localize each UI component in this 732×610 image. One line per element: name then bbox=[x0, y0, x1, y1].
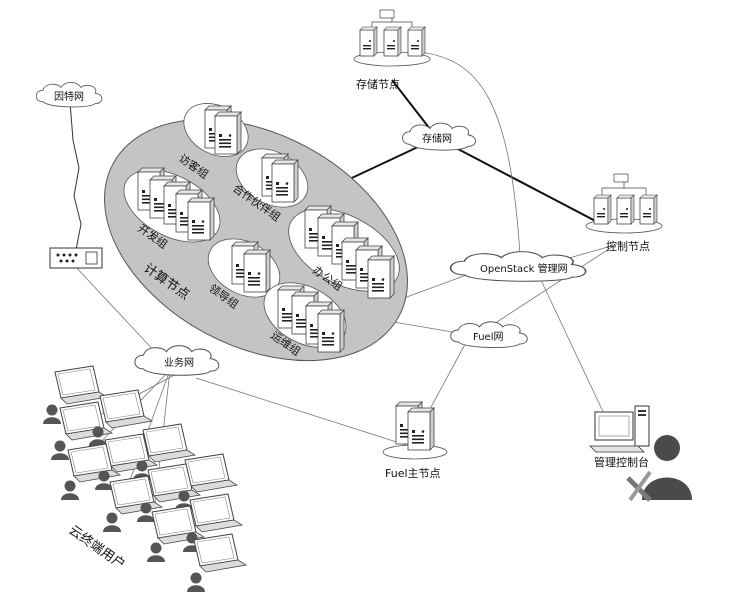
laptop-icon bbox=[142, 423, 196, 463]
server-icon bbox=[271, 159, 299, 203]
server-icon bbox=[593, 194, 612, 225]
fuel-net-label: Fuel网 bbox=[473, 331, 503, 343]
server-icon bbox=[214, 111, 242, 155]
fuel-master-node: Fuel主节点 bbox=[382, 401, 448, 480]
control-node: 控制节点 bbox=[585, 173, 663, 253]
cloud-terminal-users: 云终端用户 bbox=[43, 365, 247, 592]
user-icon bbox=[187, 572, 205, 592]
compute-node-cluster: 访客组 合作伙伴组 开发组 办公组 领导组 运维组 计算节点 bbox=[104, 103, 408, 362]
user-icon bbox=[147, 542, 165, 562]
server-icon bbox=[407, 407, 435, 451]
mgmt-console-label: 管理控制台 bbox=[594, 455, 649, 469]
laptop-icon bbox=[189, 493, 243, 533]
server-icon bbox=[317, 309, 345, 353]
management-console: 管理控制台 bbox=[589, 405, 692, 502]
user-icon bbox=[43, 404, 61, 424]
user-icon bbox=[103, 512, 121, 532]
server-icon bbox=[383, 26, 402, 57]
server-icon bbox=[367, 255, 395, 299]
router-icon bbox=[49, 247, 103, 269]
laptop-icon bbox=[184, 453, 238, 493]
internet-cloud: 因特网 bbox=[35, 82, 103, 108]
business-net-label: 业务网 bbox=[164, 356, 194, 369]
storage-node-label: 存储节点 bbox=[356, 77, 400, 91]
laptop-icon bbox=[193, 533, 247, 573]
business-net-cloud: 业务网 bbox=[134, 345, 220, 376]
server-icon bbox=[243, 249, 271, 293]
server-icon bbox=[187, 197, 215, 241]
server-icon bbox=[639, 194, 658, 225]
admin-user-icon bbox=[626, 435, 692, 502]
server-icon bbox=[359, 26, 378, 57]
laptop-icon bbox=[54, 365, 108, 405]
server-icon bbox=[407, 26, 426, 57]
openstack-mgmt-label: OpenStack 管理网 bbox=[480, 262, 568, 275]
storage-net-label: 存储网 bbox=[422, 132, 452, 145]
fuel-net-cloud: Fuel网 bbox=[450, 321, 528, 349]
openstack-mgmt-cloud: OpenStack 管理网 bbox=[449, 250, 587, 283]
storage-node: 存储节点 bbox=[353, 9, 431, 91]
internet-label: 因特网 bbox=[54, 91, 84, 103]
storage-net-cloud: 存储网 bbox=[402, 122, 476, 151]
control-node-label: 控制节点 bbox=[606, 239, 650, 253]
laptop-icon bbox=[99, 389, 153, 429]
user-icon bbox=[61, 480, 79, 500]
server-icon bbox=[616, 194, 635, 225]
user-icon bbox=[51, 440, 69, 460]
fuel-master-label: Fuel主节点 bbox=[385, 467, 441, 480]
